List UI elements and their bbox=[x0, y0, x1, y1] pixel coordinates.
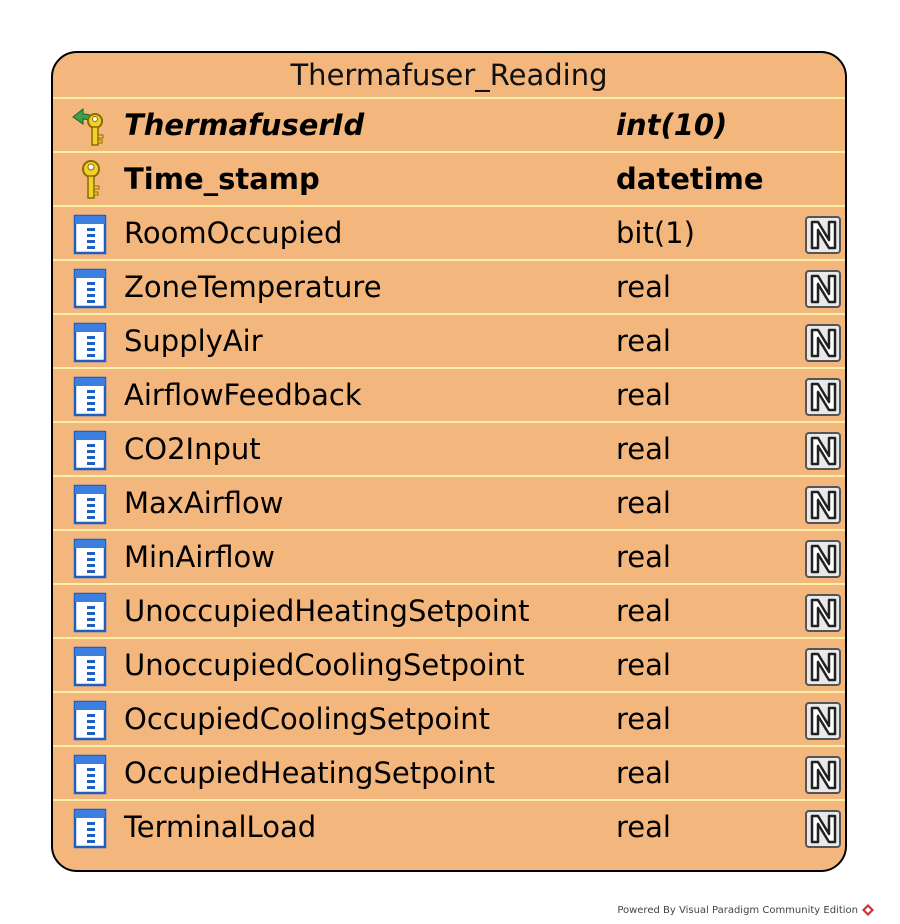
primary-key-icon bbox=[71, 159, 111, 201]
watermark-text: Powered By Visual Paradigm Community Edi… bbox=[617, 904, 858, 916]
column-icon bbox=[71, 645, 111, 687]
column-name: CO2Input bbox=[124, 432, 261, 466]
column-type: int(10) bbox=[616, 108, 728, 142]
column-icon bbox=[71, 537, 111, 579]
column-icon bbox=[71, 267, 111, 309]
column-row[interactable]: TerminalLoad real bbox=[53, 801, 845, 853]
column-icon bbox=[71, 375, 111, 417]
column-type: real bbox=[616, 378, 671, 412]
nullable-icon bbox=[805, 810, 841, 848]
column-name: MinAirflow bbox=[124, 540, 276, 574]
column-name: ThermafuserId bbox=[124, 108, 365, 142]
column-type: real bbox=[616, 432, 671, 466]
entity-thermafuser-reading[interactable]: Thermafuser_Reading ThermafuserId int(10)… bbox=[51, 51, 847, 872]
column-name: UnoccupiedHeatingSetpoint bbox=[124, 594, 530, 628]
column-row[interactable]: SupplyAir real bbox=[53, 315, 845, 369]
column-name: UnoccupiedCoolingSetpoint bbox=[124, 648, 525, 682]
column-row[interactable]: CO2Input real bbox=[53, 423, 845, 477]
column-type: real bbox=[616, 540, 671, 574]
column-row[interactable]: UnoccupiedCoolingSetpoint real bbox=[53, 639, 845, 693]
visual-paradigm-logo-icon bbox=[862, 904, 874, 916]
column-icon bbox=[71, 321, 111, 363]
column-type: real bbox=[616, 702, 671, 736]
nullable-icon bbox=[805, 594, 841, 632]
nullable-icon bbox=[805, 540, 841, 578]
nullable-icon bbox=[805, 432, 841, 470]
column-icon bbox=[71, 483, 111, 525]
column-name: OccupiedCoolingSetpoint bbox=[124, 702, 491, 736]
nullable-icon bbox=[805, 270, 841, 308]
nullable-icon bbox=[805, 648, 841, 686]
column-row[interactable]: MinAirflow real bbox=[53, 531, 845, 585]
nullable-icon bbox=[805, 702, 841, 740]
column-row[interactable]: ZoneTemperature real bbox=[53, 261, 845, 315]
nullable-icon bbox=[805, 756, 841, 794]
column-type: real bbox=[616, 648, 671, 682]
column-icon bbox=[71, 429, 111, 471]
column-row[interactable]: MaxAirflow real bbox=[53, 477, 845, 531]
nullable-icon bbox=[805, 486, 841, 524]
column-row[interactable]: AirflowFeedback real bbox=[53, 369, 845, 423]
column-type: real bbox=[616, 810, 671, 844]
column-name: Time_stamp bbox=[124, 162, 320, 196]
column-name: AirflowFeedback bbox=[124, 378, 362, 412]
column-icon bbox=[71, 699, 111, 741]
column-name: ZoneTemperature bbox=[124, 270, 382, 304]
column-type: real bbox=[616, 270, 671, 304]
nullable-icon bbox=[805, 216, 841, 254]
column-type: datetime bbox=[616, 162, 764, 196]
column-icon bbox=[71, 591, 111, 633]
column-name: MaxAirflow bbox=[124, 486, 284, 520]
nullable-icon bbox=[805, 324, 841, 362]
column-type: real bbox=[616, 594, 671, 628]
column-name: OccupiedHeatingSetpoint bbox=[124, 756, 496, 790]
watermark: Powered By Visual Paradigm Community Edi… bbox=[617, 904, 874, 916]
column-row[interactable]: RoomOccupied bit(1) bbox=[53, 207, 845, 261]
entity-title: Thermafuser_Reading bbox=[53, 53, 845, 99]
column-row[interactable]: ThermafuserId int(10) bbox=[53, 99, 845, 153]
column-row[interactable]: Time_stamp datetime bbox=[53, 153, 845, 207]
column-type: bit(1) bbox=[616, 216, 695, 250]
foreign-key-icon bbox=[71, 105, 111, 147]
column-type: real bbox=[616, 324, 671, 358]
column-row[interactable]: UnoccupiedHeatingSetpoint real bbox=[53, 585, 845, 639]
column-name: SupplyAir bbox=[124, 324, 263, 358]
column-name: RoomOccupied bbox=[124, 216, 343, 250]
column-row[interactable]: OccupiedCoolingSetpoint real bbox=[53, 693, 845, 747]
nullable-icon bbox=[805, 378, 841, 416]
column-icon bbox=[71, 807, 111, 849]
column-icon bbox=[71, 213, 111, 255]
column-type: real bbox=[616, 756, 671, 790]
column-icon bbox=[71, 753, 111, 795]
column-name: TerminalLoad bbox=[124, 810, 317, 844]
column-type: real bbox=[616, 486, 671, 520]
column-row[interactable]: OccupiedHeatingSetpoint real bbox=[53, 747, 845, 801]
